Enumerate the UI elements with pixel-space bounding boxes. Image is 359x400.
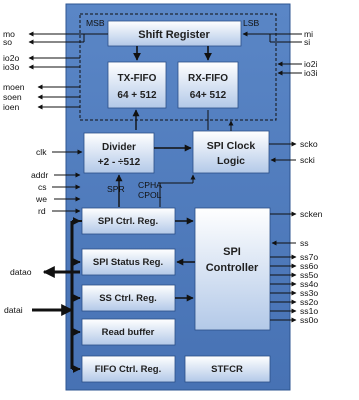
cpha-label: CPHA — [138, 180, 162, 190]
connections — [28, 31, 302, 323]
signal-ss6o: ss6o — [300, 261, 318, 271]
spi-clock-logic-block: SPI Clock Logic — [192, 130, 270, 174]
signal-ss3o: ss3o — [300, 288, 318, 298]
ss-ctrl-reg-label: SS Ctrl. Reg. — [99, 293, 157, 304]
clock-logic-title: SPI Clock — [207, 140, 256, 152]
signal-ss7o: ss7o — [300, 252, 318, 262]
msb-label: MSB — [86, 18, 105, 28]
signal-ss5o: ss5o — [300, 270, 318, 280]
signal-addr: addr — [31, 170, 48, 180]
read-buffer-label: Read buffer — [102, 327, 155, 338]
signal-scki: scki — [300, 155, 315, 165]
signal-io2i: io2i — [304, 59, 317, 69]
signal-io3i: io3i — [304, 68, 317, 78]
clock-logic-subtitle: Logic — [217, 155, 245, 167]
read-buffer-block: Read buffer — [81, 318, 176, 346]
signal-ss0o: ss0o — [300, 315, 318, 325]
signal-rd: rd — [38, 206, 46, 216]
signal-moen: moen — [3, 82, 25, 92]
spi-controller-block: SPI Controller — [194, 207, 271, 331]
signal-clk: clk — [36, 147, 47, 157]
signal-si: si — [304, 37, 310, 47]
signal-ss4o: ss4o — [300, 279, 318, 289]
spr-label: SPR — [107, 184, 125, 194]
signal-ss1o: ss1o — [300, 306, 318, 316]
tx-fifo-block: TX-FIFO 64 + 512 — [107, 61, 167, 109]
signal-datao: datao — [10, 267, 32, 277]
ss-ctrl-reg-block: SS Ctrl. Reg. — [81, 284, 176, 312]
stfcr-block: STFCR — [184, 355, 271, 383]
signal-io2o: io2o — [3, 53, 19, 63]
rx-fifo-size: 64+ 512 — [190, 90, 227, 101]
signal-io3o: io3o — [3, 62, 19, 72]
divider-block: Divider +2 - ÷512 — [83, 132, 155, 174]
spi-status-reg-label: SPI Status Reg. — [93, 257, 163, 268]
signal-we: we — [35, 194, 47, 204]
signal-mi: mi — [304, 29, 313, 39]
signal-ioen: ioen — [3, 102, 19, 112]
tx-fifo-size: 64 + 512 — [117, 90, 157, 101]
data-bus — [32, 217, 82, 373]
controller-title: SPI — [223, 246, 241, 258]
shift-register-label: Shift Register — [138, 29, 210, 41]
signal-scken: scken — [300, 209, 323, 219]
signal-datai: datai — [4, 305, 23, 315]
tx-fifo-title: TX-FIFO — [118, 73, 157, 84]
lsb-label: LSB — [243, 18, 260, 28]
signal-so: so — [3, 37, 12, 47]
shift-register-block: Shift Register — [107, 20, 242, 47]
signal-soen: soen — [3, 92, 22, 102]
spi-ctrl-reg-block: SPI Ctrl. Reg. — [81, 207, 176, 235]
signal-ss: ss — [300, 238, 309, 248]
rx-fifo-title: RX-FIFO — [188, 73, 228, 84]
fifo-ctrl-reg-label: FIFO Ctrl. Reg. — [95, 364, 162, 375]
fifo-ctrl-reg-block: FIFO Ctrl. Reg. — [81, 355, 176, 383]
divider-title: Divider — [102, 142, 136, 153]
signal-scko: scko — [300, 139, 318, 149]
controller-subtitle: Controller — [206, 262, 259, 274]
signal-mo: mo — [3, 29, 15, 39]
cpol-label: CPOL — [138, 190, 162, 200]
rx-fifo-block: RX-FIFO 64+ 512 — [177, 61, 239, 109]
spi-status-reg-block: SPI Status Reg. — [81, 248, 176, 276]
signal-cs: cs — [38, 182, 47, 192]
divider-range: +2 - ÷512 — [98, 157, 141, 168]
spi-ctrl-reg-label: SPI Ctrl. Reg. — [98, 216, 158, 227]
stfcr-label: STFCR — [211, 364, 243, 375]
signal-ss2o: ss2o — [300, 297, 318, 307]
